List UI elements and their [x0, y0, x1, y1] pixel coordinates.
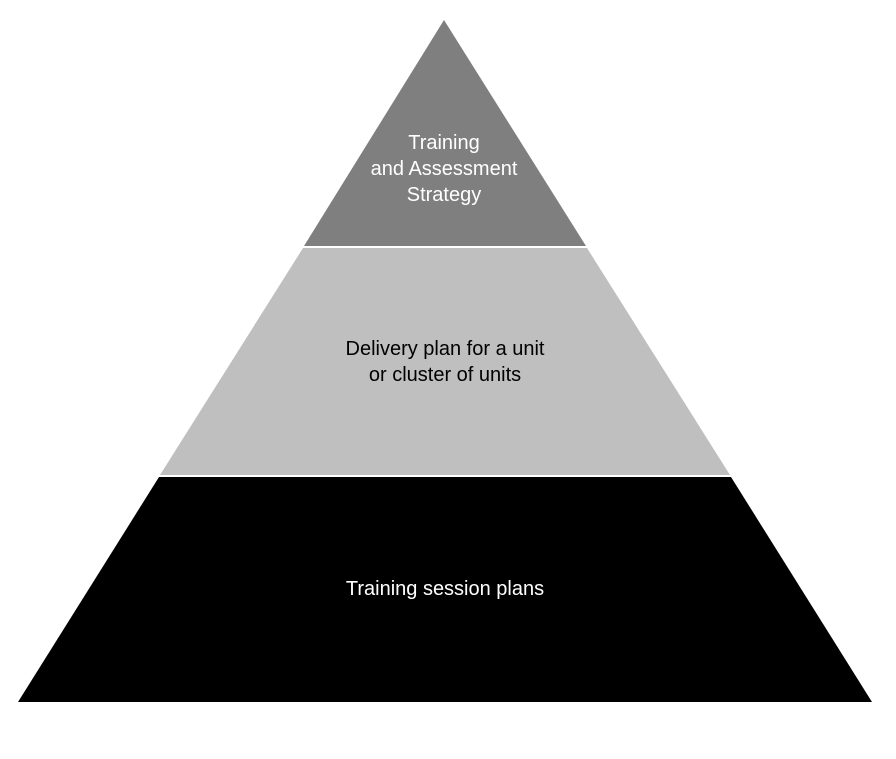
tier-bottom-label: Training session plans [346, 576, 544, 602]
label-line: Delivery plan for a unit [345, 338, 545, 360]
label-line: Training session plans [345, 578, 545, 600]
label-line: Training [408, 132, 480, 154]
tier-middle-label: Delivery plan for a unit or cluster of u… [346, 336, 545, 388]
pyramid-tier-bottom [18, 477, 872, 702]
pyramid-tier-top [304, 20, 586, 246]
label-line: Strategy [406, 184, 482, 206]
label-line: and Assessment [370, 158, 518, 180]
label-line: or cluster of units [368, 364, 522, 386]
pyramid-tier-middle [160, 248, 730, 475]
tier-top-label: Training and Assessment Strategy [371, 130, 518, 208]
